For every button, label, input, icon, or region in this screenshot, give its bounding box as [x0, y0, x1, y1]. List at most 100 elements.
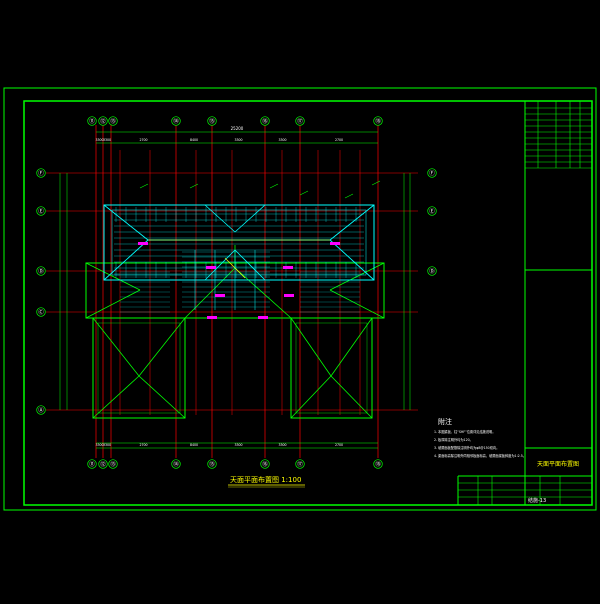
- hip-line: [138, 375, 186, 419]
- dimension-segment-bottom: 3300: [95, 443, 103, 447]
- highlight-line: [224, 257, 246, 279]
- axis-bubble-left: Ⓒ: [38, 308, 44, 316]
- hip-line: [330, 375, 373, 419]
- beam-tag: [258, 316, 268, 319]
- beam-tag: [330, 242, 340, 245]
- axis-bubble-right: Ⓓ: [429, 267, 435, 275]
- axis-bubble-right-circle: [427, 266, 437, 276]
- axis-bubble-top-circle: [171, 116, 181, 126]
- beam-tag: [284, 294, 294, 297]
- axis-bubble-right-circle: [427, 168, 437, 178]
- axis-bubble-top-circle: [87, 116, 97, 126]
- axis-bubble-top-circle: [98, 116, 108, 126]
- axis-bubble-top-circle: [108, 116, 118, 126]
- dimension-segment-top: 3300: [278, 138, 286, 142]
- axis-bubble-top: ⑫: [100, 117, 106, 125]
- dimension-segment-top: 3300: [103, 138, 111, 142]
- hip-line: [92, 317, 140, 377]
- axis-bubble-left-circle: [36, 307, 46, 317]
- title-block-drawing-name: 天面平面布置图: [537, 460, 579, 468]
- axis-bubble-bottom-circle: [87, 459, 97, 469]
- hip-line: [138, 317, 186, 377]
- axis-bubble-right: Ⓕ: [429, 169, 435, 177]
- axis-bubble-bottom: ⑰: [297, 460, 303, 468]
- axis-bubble-bottom: ⑯: [262, 460, 268, 468]
- hip-line: [330, 317, 373, 377]
- axis-bubble-left-circle: [36, 168, 46, 178]
- notes-heading: 附注: [438, 417, 452, 426]
- axis-bubble-right: Ⓔ: [429, 207, 435, 215]
- ridge-beam: [204, 249, 236, 281]
- valley-line: [234, 267, 292, 319]
- beam-tag: [207, 316, 217, 319]
- hip-line: [85, 289, 141, 319]
- axis-bubble-bottom: ⑭: [173, 460, 179, 468]
- hip-line: [329, 262, 385, 291]
- axis-bubble-bottom-circle: [373, 459, 383, 469]
- dimension-segment-top: 8400: [190, 138, 198, 142]
- hip-line: [85, 262, 141, 291]
- dimension-segment-bottom: 2700: [335, 443, 343, 447]
- right-wing-outline: [290, 317, 373, 419]
- dimension-segment-top: 2700: [139, 138, 147, 142]
- leader-line: [269, 183, 279, 189]
- left-wing-outline: [92, 317, 186, 419]
- title-block: 天面平面布置图 结施-13: [457, 101, 592, 505]
- axis-bubble-bottom-circle: [98, 459, 108, 469]
- dimension-segment-bottom: 3300: [103, 443, 111, 447]
- note-item: 3. 坡屋面板配筋除注明外均为φ8@150双向。: [434, 445, 499, 450]
- dimension-segment-top: 2700: [335, 138, 343, 142]
- axis-bubble-left: Ⓕ: [38, 169, 44, 177]
- axis-bubble-left-circle: [36, 405, 46, 415]
- axis-bubble-top-circle: [373, 116, 383, 126]
- hip-beam: [329, 204, 375, 241]
- note-item: 1. 本图梁板、柱“SHF”位置详见结施说明。: [434, 429, 495, 434]
- revision-table: [525, 101, 592, 169]
- axis-bubble-bottom-circle: [171, 459, 181, 469]
- hip-beam: [103, 239, 149, 281]
- dimension-segment-bottom: 3300: [234, 443, 242, 447]
- axis-bubble-top: ⑭: [173, 117, 179, 125]
- wing-inner-line: [295, 322, 368, 414]
- axis-bubble-bottom: ⑫: [100, 460, 106, 468]
- axis-bubble-bottom: ⑬: [110, 460, 116, 468]
- dimension-segment-bottom: 3300: [278, 443, 286, 447]
- roof-beam-inner: [111, 209, 367, 276]
- axis-bubble-right-circle: [427, 206, 437, 216]
- axis-bubble-left: Ⓐ: [38, 406, 44, 414]
- drawing-title-text: 天面平面布置图 1:100: [230, 475, 301, 484]
- axis-bubble-top: ⑱: [375, 117, 381, 125]
- beam-tag: [283, 266, 293, 269]
- axis-bubble-top-circle: [207, 116, 217, 126]
- roof-beam-outline: [103, 204, 375, 281]
- dimension-total-top: 25200: [231, 126, 244, 131]
- axis-bubble-bottom: ⑱: [375, 460, 381, 468]
- axis-bubble-left: Ⓔ: [38, 207, 44, 215]
- axis-bubble-top: ⑮: [209, 117, 215, 125]
- axis-bubble-top: ⑰: [297, 117, 303, 125]
- drawing-title: 天面平面布置图 1:100: [228, 475, 305, 488]
- axis-bubble-bottom-circle: [260, 459, 270, 469]
- sheet-number: 结施-13: [528, 497, 546, 504]
- axis-bubble-left-circle: [36, 206, 46, 216]
- axis-bubble-bottom-circle: [108, 459, 118, 469]
- axis-bubble-top: ⑯: [262, 117, 268, 125]
- dimension-segment-top: 3300: [234, 138, 242, 142]
- hip-line: [92, 375, 140, 419]
- axis-bubble-bottom: ⑮: [209, 460, 215, 468]
- dimension-segment-top: 3300: [95, 138, 103, 142]
- ridge-beam: [204, 204, 236, 233]
- axis-bubble-left: Ⓓ: [38, 267, 44, 275]
- inner-frame: [23, 100, 593, 506]
- ridge-beam: [234, 249, 266, 281]
- beam-tag: [138, 242, 148, 245]
- hip-beam: [103, 204, 149, 241]
- outer-frame: [3, 87, 597, 511]
- leader-line: [189, 183, 199, 189]
- axis-bubble-top-circle: [260, 116, 270, 126]
- ridge-beam: [234, 204, 266, 233]
- axis-bubble-top: ⑬: [110, 117, 116, 125]
- axis-bubble-top: ⑪: [89, 117, 95, 125]
- leader-line: [299, 190, 309, 196]
